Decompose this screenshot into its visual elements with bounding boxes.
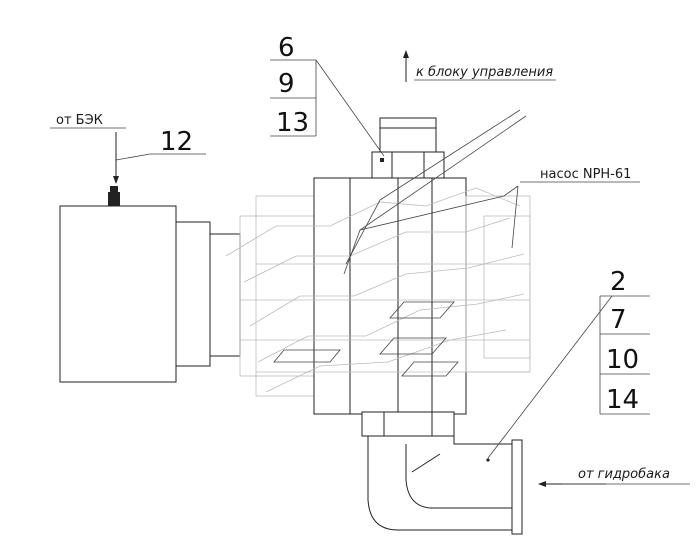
callout-2: 2: [610, 267, 627, 297]
callout-9: 9: [278, 69, 295, 99]
label-from-tank: от гидробака: [578, 467, 670, 482]
callout-10: 10: [606, 345, 639, 375]
leader-lines: [115, 59, 613, 459]
elbow-fitting: [361, 411, 523, 535]
callout-13: 13: [276, 108, 309, 138]
label-to-control-block: к блоку управления: [416, 65, 553, 80]
callout-12: 12: [160, 127, 193, 157]
callout-6: 6: [278, 33, 295, 63]
callout-14: 14: [606, 385, 639, 415]
label-rules: [50, 79, 690, 485]
callout-table-top: 6 9 13: [270, 33, 317, 138]
callout-7: 7: [610, 305, 627, 335]
top-fitting: [371, 117, 445, 179]
label-from-bek: от БЭК: [56, 113, 103, 128]
pump-body: [225, 177, 531, 415]
motor-block: [59, 186, 241, 383]
callout-table-right: 2 7 10 14: [599, 267, 650, 415]
label-pump: насос NPH-61: [540, 167, 631, 182]
